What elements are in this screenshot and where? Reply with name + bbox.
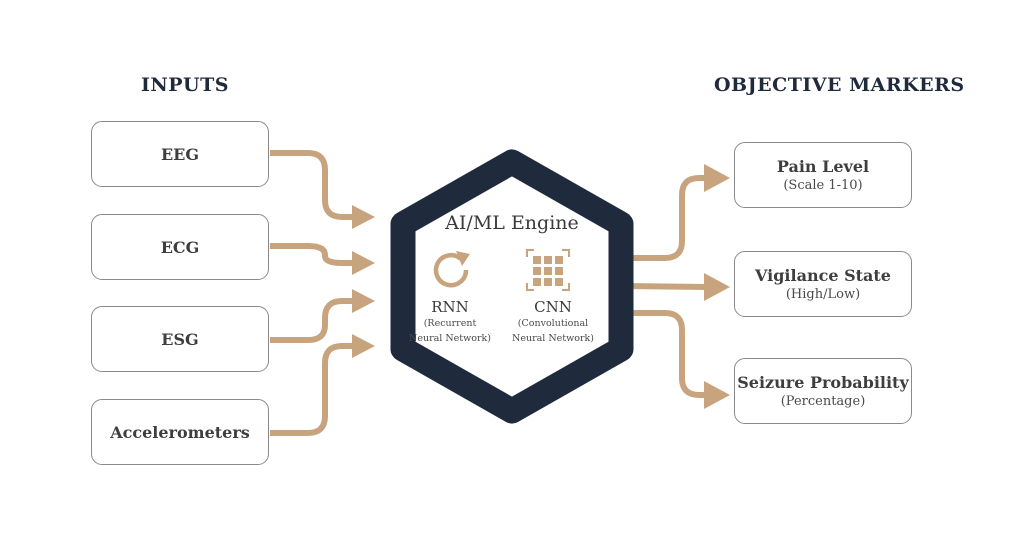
connector-ecg [270, 243, 352, 266]
input-label: Accelerometers [110, 422, 250, 442]
engine-title: AI/ML Engine [445, 212, 579, 234]
rnn-name: RNN [431, 298, 469, 316]
input-box-accelerometers: Accelerometers [91, 399, 269, 465]
connector-esg [270, 298, 352, 343]
arrowhead-pain-level [704, 164, 730, 192]
connector-seizure-probability [628, 310, 706, 398]
rnn-desc-line2: Neural Network) [409, 333, 491, 344]
input-box-eeg: EEG [91, 121, 269, 187]
output-label: Vigilance State [755, 266, 891, 285]
inputs-heading: INPUTS [141, 74, 229, 96]
output-sublabel: (High/Low) [785, 287, 861, 302]
connector-vigilance-state [627, 283, 707, 290]
output-sublabel: (Percentage) [780, 394, 866, 409]
output-label: Pain Level [776, 157, 870, 176]
output-sublabel: (Scale 1-10) [783, 178, 863, 193]
arrowhead-ecg [352, 251, 375, 275]
rnn-desc-line1: (Recurrent [423, 318, 477, 329]
engine-hexagon [390, 149, 634, 424]
arrowhead-accelerometers [352, 334, 375, 358]
cnn-name: CNN [534, 298, 572, 316]
arrowhead-seizure-probability [704, 381, 730, 409]
cnn-desc-line1: (Convolutional [517, 318, 589, 329]
connector-pain-level [628, 175, 706, 261]
objective-markers-heading: OBJECTIVE MARKERS [714, 74, 965, 96]
input-box-esg: ESG [91, 306, 269, 372]
input-box-ecg: ECG [91, 214, 269, 280]
output-label: Seizure Probability [737, 373, 909, 392]
refresh-cycle-icon [433, 251, 470, 288]
arrowhead-esg [352, 289, 375, 313]
rnn-model: RNN (Recurrent Neural Network) [404, 298, 496, 346]
input-label: EEG [160, 144, 200, 164]
output-box-seizure-probability: Seizure Probability (Percentage) [734, 358, 912, 424]
input-label: ESG [161, 329, 199, 349]
arrowhead-vigilance-state [704, 273, 730, 301]
connector-eeg [270, 150, 352, 220]
arrowhead-eeg [352, 205, 375, 229]
grid-icon [526, 249, 570, 291]
input-label: ECG [160, 237, 200, 257]
output-box-pain-level: Pain Level (Scale 1-10) [734, 142, 912, 208]
cnn-desc-line2: Neural Network) [512, 333, 594, 344]
output-box-vigilance-state: Vigilance State (High/Low) [734, 251, 912, 317]
cnn-model: CNN (Convolutional Neural Network) [508, 298, 598, 346]
connector-accelerometers [270, 343, 352, 436]
